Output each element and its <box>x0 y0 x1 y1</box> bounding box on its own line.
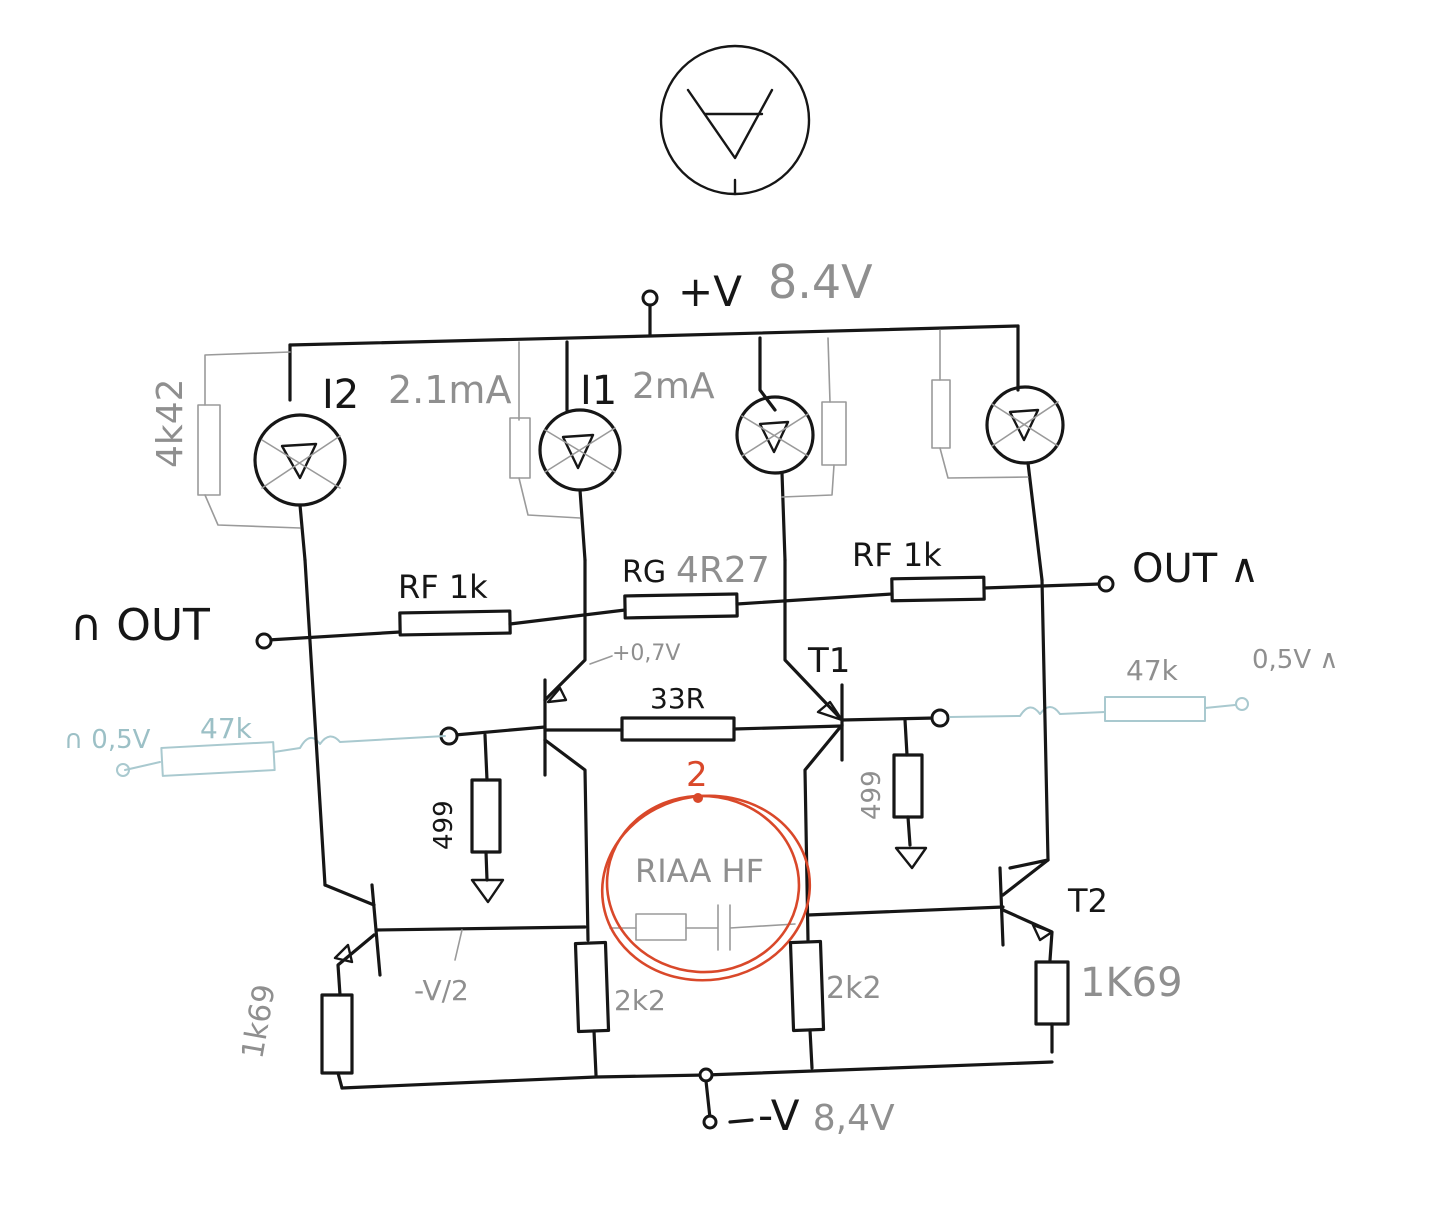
i1-value: 2mA <box>632 366 715 407</box>
positive-rail <box>288 324 1020 347</box>
input-left-network <box>116 735 446 777</box>
i2-label: I2 <box>322 372 359 418</box>
emitter-resistor-left <box>320 993 354 1090</box>
pencil-trim-resistors <box>197 329 1029 529</box>
input-left-label: ∩ 0,5V <box>64 725 151 755</box>
input-pair <box>453 558 937 942</box>
input-right-resistor: 47k <box>1126 654 1179 687</box>
rg-value: 4R27 <box>676 550 770 591</box>
i2-value: 2.1mA <box>388 368 511 412</box>
bias-left-label: 499 <box>429 800 459 850</box>
emitter-resistor-right <box>1034 960 1070 1054</box>
input-right-terminal <box>930 708 950 728</box>
transistor-t2 <box>806 858 1054 962</box>
current-source-i1 <box>538 408 622 562</box>
load-resistor-right <box>788 939 826 1070</box>
emitter-right-label: 1K69 <box>1080 960 1183 1006</box>
load-left-label: 2k2 <box>614 984 666 1017</box>
half-supply-label: -V/2 <box>414 974 469 1007</box>
annotation-number: 2 <box>686 755 708 795</box>
t1-label: T1 <box>807 641 850 681</box>
current-source-i2 <box>253 413 347 562</box>
current-source-symbol-icon <box>659 44 811 196</box>
transistor-lower-left <box>323 883 587 997</box>
base-voltage-label: +0,7V <box>612 641 680 666</box>
out-right-terminal <box>1097 575 1115 593</box>
out-left-label: ∩ OUT <box>70 600 210 651</box>
riaa-hf-network <box>609 904 796 951</box>
trim-resistor-label: 4k42 <box>150 378 191 468</box>
out-right-label: OUT ∧ <box>1132 546 1259 592</box>
input-right-label: 0,5V ∧ <box>1252 645 1338 675</box>
emitter-resistor-label: 33R <box>650 682 705 715</box>
load-right-label: 2k2 <box>826 971 882 1006</box>
out-left-terminal <box>255 632 273 650</box>
input-left-resistor: 47k <box>200 712 253 745</box>
rf-left-label: RF 1k <box>398 568 488 606</box>
negative-supply-label: -V 8,4V <box>758 1091 895 1140</box>
load-resistor-left <box>573 940 611 1077</box>
positive-supply-label: +V <box>678 267 742 316</box>
rg-label: RG <box>622 555 666 590</box>
current-source-3 <box>735 395 815 562</box>
emitter-left-label: 1k69 <box>235 982 282 1062</box>
current-source-4 <box>985 385 1065 582</box>
bias-resistor-right <box>892 718 928 870</box>
bias-resistor-left <box>470 733 505 904</box>
riaa-annotation-circle <box>600 793 812 982</box>
positive-supply: +V 8.4V <box>641 255 873 337</box>
rf-right-label: RF 1k <box>852 536 942 574</box>
negative-rail <box>340 1060 1054 1090</box>
bias-right-label: 499 <box>857 770 887 820</box>
i1-label: I1 <box>580 368 617 414</box>
t2-label: T2 <box>1067 882 1108 920</box>
annotation-text: RIAA HF <box>635 852 764 890</box>
input-right-network <box>949 696 1249 722</box>
negative-supply <box>698 1067 754 1130</box>
negative-supply-value: 8,4V <box>813 1098 895 1139</box>
positive-supply-value: 8.4V <box>768 255 873 309</box>
